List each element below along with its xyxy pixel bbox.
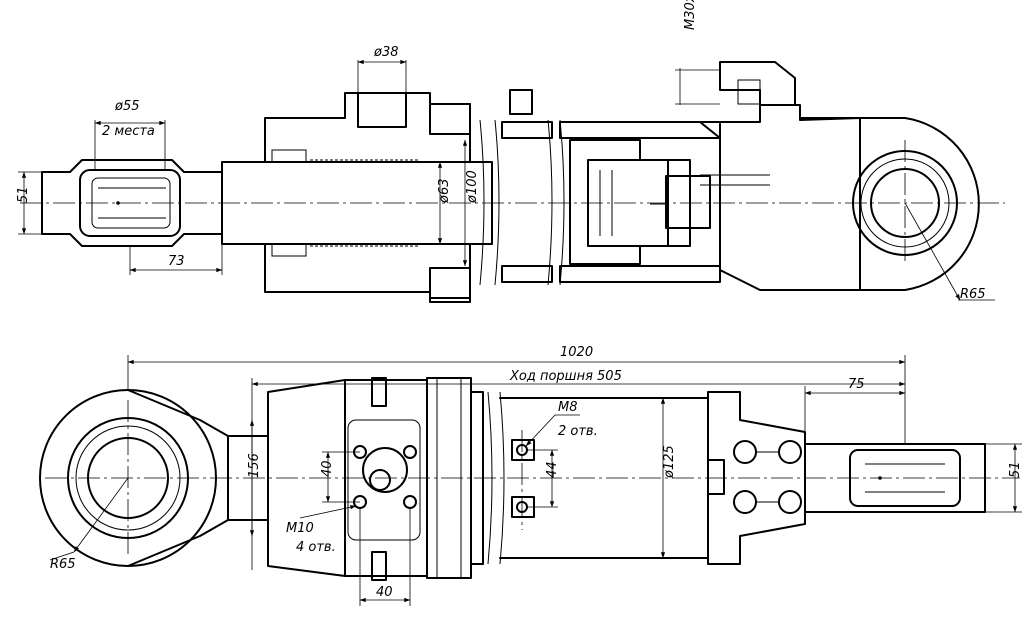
break-line-left: [479, 119, 500, 286]
dim-head-height: 156: [247, 453, 262, 478]
dim-mount-spacing: 44: [545, 461, 560, 478]
dim-bore-diameter: ø100: [465, 170, 480, 204]
gland-head-section: [264, 92, 471, 303]
dim-pin-diameter: ø38: [373, 45, 399, 60]
tube-fragment: [501, 89, 553, 283]
dim-eye-offset: 73: [168, 254, 185, 269]
bottom-dimensions: [127, 355, 1022, 606]
dim-hole-spacing-vertical: 40: [320, 460, 335, 477]
dim-rear-eye-radius: R65: [960, 287, 986, 302]
dim-eye-offset-75: 75: [848, 377, 865, 392]
dim-overall-length: 1020: [560, 345, 593, 360]
dim-rod-diameter: ø63: [437, 179, 452, 205]
bottom-clevis-section: [699, 61, 861, 291]
dim-thread-m10: M10: [286, 521, 314, 536]
rear-eye: [799, 117, 980, 301]
dim-thread-m8: M8: [558, 400, 578, 415]
dim-eye-width: 51: [16, 186, 31, 203]
bottom-exterior-view: 1020 Ход поршня 505 75 156 40 44 ø125 M8…: [39, 345, 1023, 606]
dim-left-eye-radius: R65: [50, 557, 76, 572]
break-line-bottom: [487, 391, 505, 565]
bottom-block-exterior: [707, 391, 806, 565]
dim-ring-diameter: ø55: [114, 99, 140, 114]
left-eye: [39, 389, 229, 567]
dim-hole-spacing-horizontal: 40: [376, 585, 393, 600]
top-dimensions: [18, 59, 995, 301]
dim-tube-diameter: ø125: [662, 445, 677, 479]
cylinder-tube-section: [559, 121, 721, 283]
dim-ring-qty: 2 места: [102, 124, 155, 139]
break-line-right: [547, 119, 565, 286]
dim-thread-m8-qty: 2 отв.: [558, 424, 598, 439]
dim-port-thread: M30x2: [683, 0, 698, 30]
dim-thread-m10-qty: 4 отв.: [296, 540, 336, 555]
top-section-view: ø38 ø55 2 места 51 73 ø63 ø100 M30x2 R65: [16, 0, 1005, 303]
dim-piston-stroke: Ход поршня 505: [509, 369, 622, 384]
dim-right-eye-width: 51: [1008, 461, 1023, 478]
